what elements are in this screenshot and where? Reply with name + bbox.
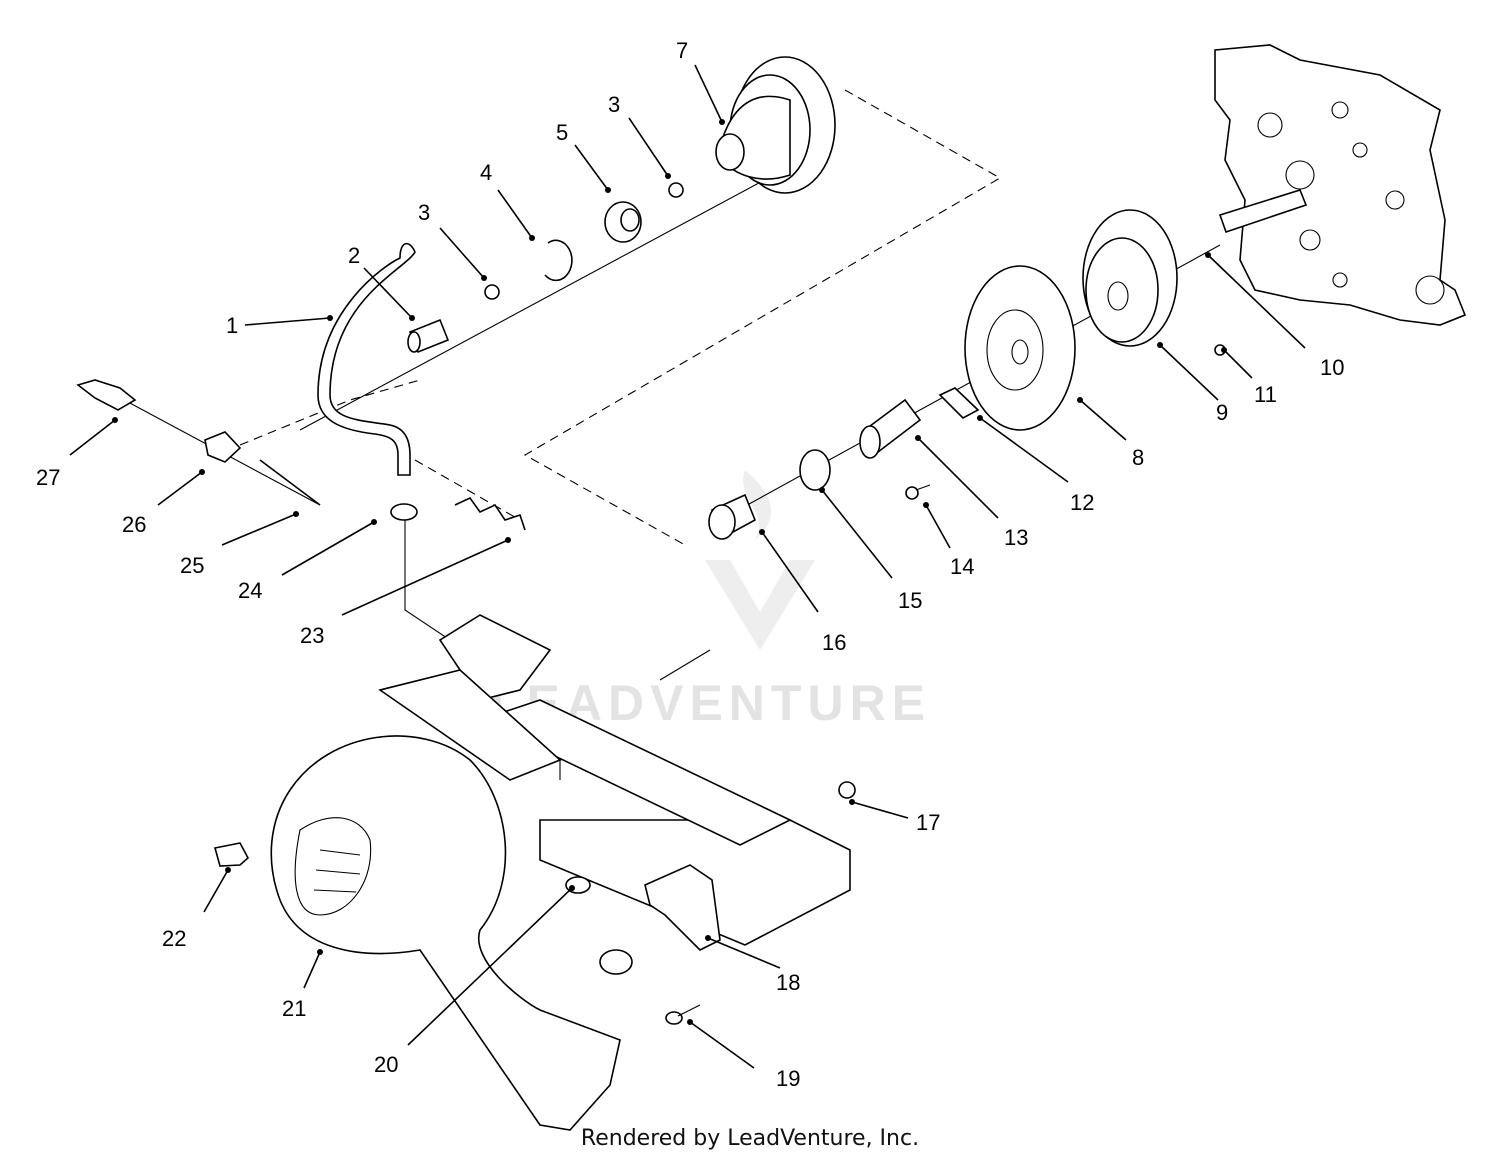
callout-label-12: 12 — [1070, 490, 1094, 515]
part-bearing — [604, 201, 642, 243]
part-knob — [213, 842, 250, 867]
callout-label-9: 9 — [1216, 400, 1228, 425]
callout-label-14: 14 — [950, 554, 974, 579]
callout-label-19: 19 — [776, 1066, 800, 1091]
callout-label-1: 1 — [226, 313, 238, 338]
part-hairpin-clip — [76, 379, 137, 411]
part-bracket — [938, 387, 980, 419]
part-spacer-sleeve — [859, 398, 922, 459]
part-friction-disk — [964, 265, 1076, 431]
part-retaining-ring-b — [668, 182, 684, 198]
callout-label-15: 15 — [898, 588, 922, 613]
callout-label-26: 26 — [122, 512, 146, 537]
render-credit: Rendered by LeadVenture, Inc. — [580, 1126, 920, 1151]
callout-label-8: 8 — [1132, 445, 1144, 470]
callout-label-24: 24 — [238, 578, 262, 603]
callout-label-27: 27 — [36, 465, 60, 490]
callout-label-20: 20 — [374, 1052, 398, 1077]
part-belt-guard — [270, 735, 621, 1131]
part-rod-clip — [259, 459, 321, 506]
part-retaining-ring-a — [484, 284, 500, 300]
part-cap — [599, 949, 633, 975]
part-shift-rod — [317, 242, 416, 476]
callout-leaders — [69, 64, 1306, 1069]
callout-label-5: 5 — [556, 120, 568, 145]
part-shift-bracket — [204, 431, 242, 463]
part-mounting-plate — [644, 864, 721, 951]
part-snap-ring — [544, 239, 573, 282]
callout-label-17: 17 — [916, 810, 940, 835]
callout-label-18: 18 — [776, 970, 800, 995]
part-transmission-pulley — [1082, 209, 1178, 347]
part-flange-nut — [838, 781, 856, 799]
part-washer-flat — [390, 503, 418, 521]
part-drive-pulley — [715, 56, 836, 194]
callout-label-21: 21 — [282, 996, 306, 1021]
part-spring — [454, 496, 526, 531]
callout-label-3a: 3 — [418, 200, 430, 225]
part-washer-ring — [799, 449, 831, 491]
callout-label-3b: 3 — [608, 92, 620, 117]
part-bolt — [665, 1004, 701, 1025]
callout-label-23: 23 — [300, 623, 324, 648]
callout-labels: 1 2 3 4 5 3 7 8 9 10 11 12 13 14 15 16 1… — [36, 38, 1344, 1091]
callout-label-16: 16 — [822, 630, 846, 655]
callout-label-2: 2 — [348, 243, 360, 268]
callout-label-4: 4 — [480, 160, 492, 185]
callout-label-22: 22 — [162, 926, 186, 951]
part-bushing-large — [708, 493, 757, 540]
callout-label-13: 13 — [1004, 525, 1028, 550]
part-transmission-housing — [1214, 44, 1467, 326]
callout-label-7: 7 — [676, 38, 688, 63]
part-screw — [905, 484, 931, 500]
callout-label-25: 25 — [180, 553, 204, 578]
part-bushing — [407, 318, 450, 354]
callout-label-10: 10 — [1320, 355, 1344, 380]
watermark: LEADVENTURE — [490, 470, 925, 731]
callout-label-11: 11 — [1254, 382, 1277, 407]
